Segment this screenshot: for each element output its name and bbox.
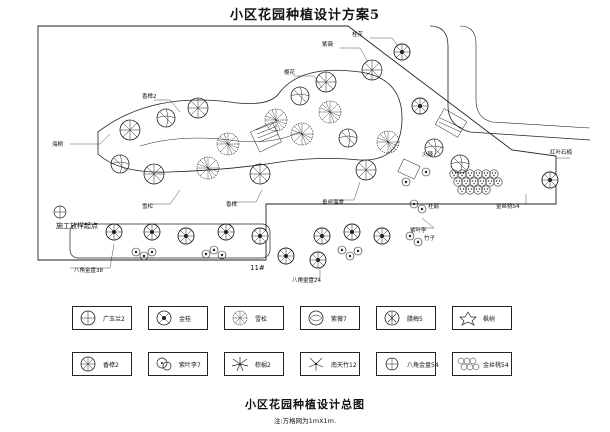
legend-item: 广玉兰2 xyxy=(72,306,132,330)
callout-label: 红叶石楠 xyxy=(550,148,573,156)
callout-label: 杜鹃 xyxy=(428,202,440,210)
nandina-icon xyxy=(308,357,324,371)
grid-note: 注:方格网为1mX1m. xyxy=(273,417,337,425)
site-boundary xyxy=(37,25,557,261)
callout-label: 八角金盘38 xyxy=(74,266,103,274)
page-title: 小区花园种植设计方案5 xyxy=(229,8,381,23)
legend-item: 南天竹12 xyxy=(300,352,360,376)
fatsia-icon xyxy=(385,357,399,371)
legend-item: 棕榈2 xyxy=(224,352,284,376)
callout-label: 紫薇 xyxy=(322,40,334,48)
legend-item: 香樟2 xyxy=(72,352,132,376)
legend-item: 紫叶李7 xyxy=(148,352,208,376)
callout-label: 八角金盘24 xyxy=(292,276,321,284)
lawn-path xyxy=(97,69,403,173)
cedar-tree-icon xyxy=(232,310,248,326)
camphor-tree-icon xyxy=(80,356,96,372)
construction-start-label: 施工放样起点 xyxy=(56,221,98,230)
callout-label: 金丝桃54 xyxy=(496,202,520,210)
callout-label: 竹子 xyxy=(424,234,436,242)
hypericum-hedge-icon xyxy=(457,357,480,371)
legend-item: 雪松 xyxy=(224,306,284,330)
legend-row-2: 香樟2 紫叶李7 棕榈2 南天竹12 八角金盘54 金丝桃54 xyxy=(72,352,532,376)
callout-label: 桂花 xyxy=(352,30,364,38)
shrub-symbols xyxy=(131,167,431,261)
osmanthus-tree-icon xyxy=(156,310,172,326)
legend-item: 紫薇7 xyxy=(300,306,360,330)
tree-symbols xyxy=(105,43,559,269)
callout-label: 樱花 xyxy=(284,68,296,76)
callout-label: 海桐 xyxy=(52,140,64,148)
callout-label: 香樟2 xyxy=(142,92,157,100)
site-plan: 施工放样起点 11# 海桐 香樟2 樱花 紫薇 桂花 雪松 香樟 垂丝海棠 紫叶… xyxy=(37,25,590,284)
callout-label: 香樟 xyxy=(226,200,238,208)
callout-label: 垂丝海棠 xyxy=(322,198,345,206)
magnolia-tree-icon xyxy=(80,310,96,326)
callout-labels: 施工放样起点 11# 海桐 香樟2 樱花 紫薇 桂花 雪松 香樟 垂丝海棠 紫叶… xyxy=(52,30,573,284)
callout-label: 雪松 xyxy=(142,202,154,210)
legend-item: 八角金盘54 xyxy=(376,352,439,376)
legend-item: 金丝桃54 xyxy=(452,352,512,376)
palm-icon xyxy=(231,357,249,372)
legend-item: 枫树 xyxy=(452,306,512,330)
hedge-symbols xyxy=(449,169,503,195)
crape-myrtle-icon xyxy=(308,310,324,326)
callout-label: 紫叶李 xyxy=(410,226,427,234)
building-number: 11# xyxy=(250,264,265,272)
legend-item: 腊梅5 xyxy=(376,306,436,330)
hibiscus-icon xyxy=(384,310,400,326)
maple-icon xyxy=(459,311,477,326)
road-edge xyxy=(429,25,590,141)
legend-row-1: 广玉兰2 金桂 雪松 紫薇7 腊梅5 枫树 xyxy=(72,306,532,330)
planting-strip xyxy=(69,223,271,259)
red-leaf-plum-icon xyxy=(156,357,172,371)
pergola-deck xyxy=(250,108,468,180)
callout-label: 火棘 xyxy=(422,151,434,158)
drawing-subtitle: 小区花园种植设计总图 xyxy=(245,398,365,411)
legend-item: 金桂 xyxy=(148,306,208,330)
